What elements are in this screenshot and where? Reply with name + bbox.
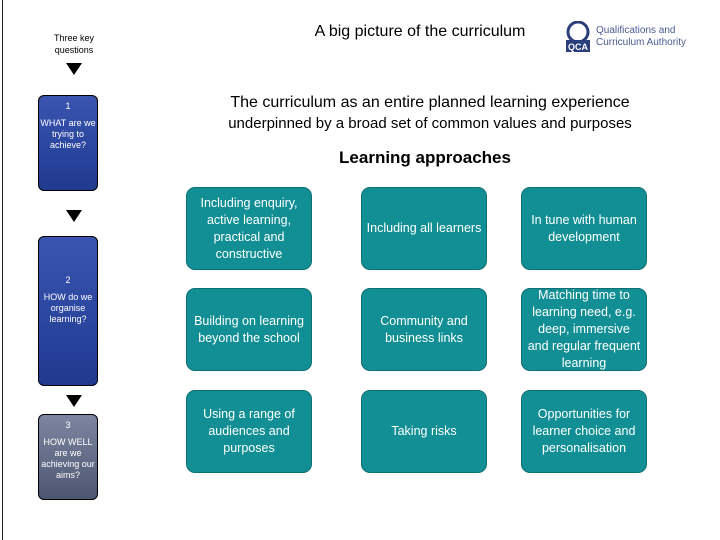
key-questions-label: Three key questions (53, 33, 95, 55)
qca-logo-icon: QCA (566, 21, 590, 52)
section-heading: Learning approaches (339, 148, 511, 167)
question-box-2: 2 HOW do we organise learning? (38, 236, 98, 386)
down-arrow-icon (66, 63, 82, 75)
approach-box: Taking risks (361, 390, 487, 473)
approach-box: In tune with human development (521, 187, 647, 270)
subtitle-values: underpinned by a broad set of common val… (228, 115, 632, 132)
question-box-3: 3 HOW WELL are we achieving our aims? (38, 414, 98, 500)
page-title: A big picture of the curriculum (314, 23, 526, 40)
approach-box: Including all learners (361, 187, 487, 270)
left-border-line (2, 0, 3, 540)
logo-text: Qualifications and Curriculum Authority (596, 25, 706, 49)
approach-box: Using a range of audiences and purposes (186, 390, 312, 473)
logo-text-line-1: Qualifications and (596, 25, 676, 36)
down-arrow-icon (66, 395, 82, 407)
question-box-1: 1 WHAT are we trying to achieve? (38, 95, 98, 191)
approach-box: Opportunities for learner choice and per… (521, 390, 647, 473)
approach-box: Building on learning beyond the school (186, 288, 312, 371)
subtitle: The curriculum as an entire planned lear… (230, 94, 630, 111)
question-text: HOW do we organise learning? (43, 292, 93, 324)
approach-box: Including enquiry, active learning, prac… (186, 187, 312, 270)
question-number: 3 (65, 420, 71, 430)
question-number: 1 (65, 101, 71, 111)
down-arrow-icon (66, 210, 82, 222)
logo-text-line-2: Curriculum Authority (596, 37, 687, 48)
question-number: 2 (65, 275, 71, 285)
logo-badge-text: QCA (568, 42, 589, 52)
question-text: HOW WELL are we achieving our aims? (41, 437, 95, 480)
question-text: WHAT are we trying to achieve? (40, 118, 96, 150)
approach-box: Community and business links (361, 288, 487, 371)
approach-box: Matching time to learning need, e.g. dee… (521, 288, 647, 371)
